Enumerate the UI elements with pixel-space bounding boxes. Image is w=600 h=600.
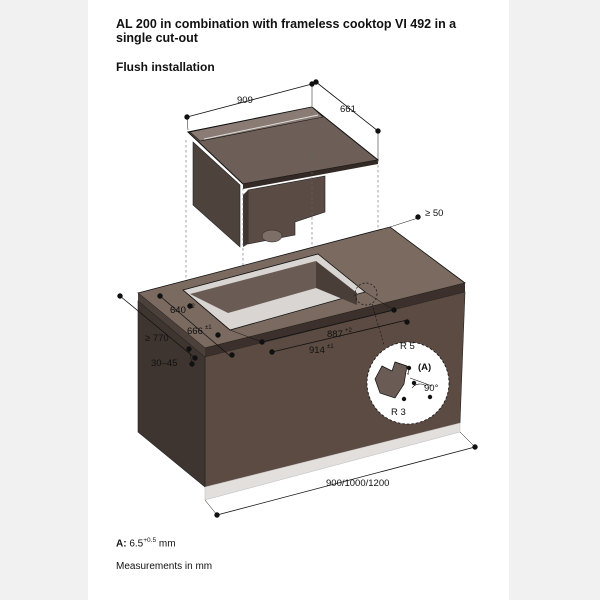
- dim-666: 666: [187, 326, 203, 337]
- detail-r3: R 3: [391, 407, 406, 418]
- dim-914: 914: [309, 345, 325, 356]
- dim-900-1000-1200: 900/1000/1200: [326, 478, 389, 489]
- cutout-side-wall: [316, 261, 357, 305]
- detail-circle: [366, 341, 450, 425]
- motor-housing: [247, 175, 326, 245]
- dim-887-tol: +2: [345, 328, 353, 334]
- dim-887: 887: [327, 329, 343, 340]
- cooktop-edge: [243, 160, 378, 189]
- cutout-back-wall: [190, 261, 316, 313]
- left-margin: [0, 0, 88, 600]
- dim-30-45: 30–45: [151, 358, 177, 369]
- dim-914-tol: ±1: [327, 344, 334, 350]
- downdraft-strip: [189, 106, 324, 142]
- note-measurements: Measurements in mm: [116, 561, 213, 572]
- dim-ge50: ≥ 50: [425, 208, 443, 219]
- dim-909: 909: [237, 95, 253, 106]
- note-a-tol: +0.5: [143, 537, 157, 544]
- note-a: A: 6.5+0.5 mm: [116, 537, 176, 549]
- worktop-front-edge: [205, 283, 465, 357]
- dimension-lines: [117, 79, 478, 518]
- worktop-left-edge: [138, 293, 205, 357]
- note-a-value: 6.5: [126, 538, 144, 550]
- worktop: [137, 226, 466, 357]
- appliance-left-body: [192, 141, 241, 248]
- page-subtitle: Flush installation: [116, 60, 215, 74]
- appliance-unit: [186, 106, 380, 248]
- right-margin: [509, 0, 600, 600]
- motor-fan: [261, 229, 283, 243]
- dimension-texts: 909 661 ≥ 50 640 +2 666 ±1 887 +2 914 ±1…: [145, 95, 443, 489]
- note-a-label: A:: [116, 538, 127, 550]
- note-a-unit: mm: [156, 538, 176, 550]
- dim-640-tol: +2: [188, 304, 196, 310]
- dim-661: 661: [340, 104, 356, 115]
- dim-640: 640: [170, 305, 186, 316]
- detail-source-circle: [354, 282, 378, 306]
- detail-r5: R 5: [400, 341, 415, 352]
- dim-666-tol: ±1: [205, 325, 212, 331]
- dim-ge770: ≥ 770: [145, 333, 169, 344]
- detail-a: (A): [418, 362, 431, 373]
- detail-90: 90°: [424, 383, 439, 394]
- page-title: AL 200 in combination with frameless coo…: [116, 17, 457, 45]
- motor-housing-side: [243, 190, 248, 247]
- detail-callout: [354, 282, 450, 425]
